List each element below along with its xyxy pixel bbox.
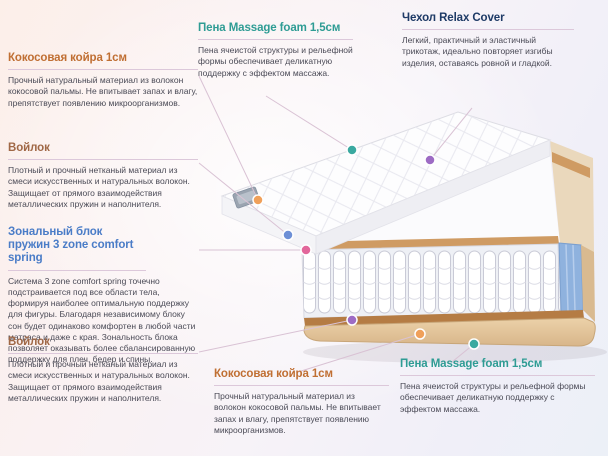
callout-foam-bottom-title: Пена Massage foam 1,5см — [400, 358, 595, 377]
callout-springs: Зональный блок пружин 3 zone comfort spr… — [8, 226, 200, 365]
callout-felt-top-desc: Плотный и прочный нетканый материал из с… — [8, 165, 190, 209]
connector-lines — [198, 75, 475, 373]
dot-felt-bottom — [346, 314, 358, 326]
dot-felt-top — [282, 229, 294, 241]
callout-coir-bottom: Кокосовая койра 1см Прочный натуральный … — [214, 368, 389, 436]
connector-felt-bottom — [198, 319, 353, 353]
callout-cover-desc: Легкий, практичный и эластичный трикотаж… — [402, 35, 553, 68]
upper-coir-side-stripe — [552, 152, 590, 178]
callout-coir-bottom-desc: Прочный натуральный материал из волокон … — [214, 391, 381, 435]
callout-foam-bottom: Пена Massage foam 1,5см Пена ячеистой ст… — [400, 358, 595, 415]
callout-coir-top: Кокосовая койра 1см Прочный натуральный … — [8, 52, 198, 109]
upper-coir-front — [303, 236, 559, 250]
callout-springs-title: Зональный блок пружин 3 zone comfort spr… — [8, 226, 146, 271]
dot-coir-top — [252, 194, 264, 206]
lower-coir-front — [304, 310, 584, 326]
callout-cover: Чехол Relax Cover Легкий, практичный и э… — [402, 12, 574, 69]
callout-springs-desc: Система 3 zone comfort spring точечно по… — [8, 275, 196, 365]
callout-foam-top-title: Пена Massage foam 1,5см — [198, 22, 353, 41]
dot-springs — [300, 244, 312, 256]
spring-coils — [302, 244, 560, 318]
connector-cover — [429, 107, 473, 161]
callout-foam-top: Пена Massage foam 1,5см Пена ячеистой ст… — [198, 22, 353, 79]
callout-cover-title: Чехол Relax Cover — [402, 12, 574, 31]
layer-dots — [252, 144, 480, 350]
callout-foam-bottom-desc: Пена ячеистой структуры и рельефной форм… — [400, 381, 586, 414]
brand-tag — [232, 186, 260, 209]
callout-coir-top-title: Кокосовая койра 1см — [8, 52, 198, 71]
callout-coir-bottom-title: Кокосовая койра 1см — [214, 368, 389, 387]
callout-felt-bottom-title: Войлок — [8, 336, 198, 355]
spring-zone-blue-lines — [565, 244, 576, 312]
connector-coir-top — [198, 75, 259, 201]
callout-foam-top-desc: Пена ячеистой структуры и рельефной форм… — [198, 45, 353, 78]
dot-foam-top — [346, 144, 358, 156]
upper-foam-front — [302, 156, 560, 252]
dot-coir-bottom — [414, 328, 426, 340]
connector-foam-top — [265, 95, 353, 151]
callout-felt-bottom-desc: Плотный и прочный нетканый материал из с… — [8, 359, 190, 403]
quilted-top-pattern — [222, 112, 550, 236]
callout-felt-top-title: Войлок — [8, 142, 198, 161]
bottom-foam-slab — [303, 317, 596, 347]
spring-zone-blue — [558, 242, 584, 313]
callout-felt-bottom: Войлок Плотный и прочный нетканый матери… — [8, 336, 198, 404]
connector-coir-bottom — [297, 333, 421, 373]
dot-foam-bottom — [468, 338, 480, 350]
dot-cover — [424, 154, 436, 166]
cover-band-right — [315, 139, 551, 255]
connector-felt-top — [198, 162, 289, 236]
mattress-right-side — [581, 245, 595, 322]
callout-coir-top-desc: Прочный натуральный материал из волокон … — [8, 75, 198, 108]
callout-felt-top: Войлок Плотный и прочный нетканый матери… — [8, 142, 198, 210]
